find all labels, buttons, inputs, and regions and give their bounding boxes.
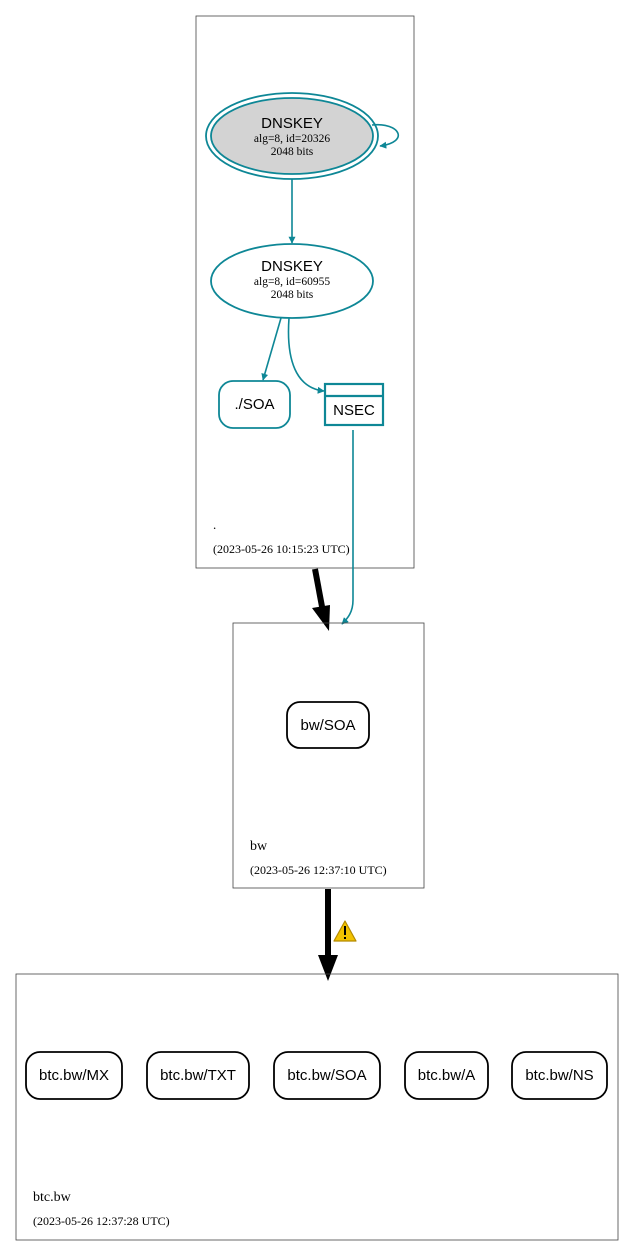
- btc-record-label: btc.bw/TXT: [160, 1067, 236, 1084]
- bw-soa-node[interactable]: bw/SOA: [286, 701, 370, 749]
- ksk-detail: alg=8, id=20326: [254, 133, 330, 145]
- nsec-label: NSEC: [333, 402, 375, 419]
- zone-root: . (2023-05-26 10:15:23 UTC): [195, 15, 415, 569]
- root-soa-node[interactable]: ./SOA: [218, 380, 291, 429]
- zone-root-name: .: [213, 517, 216, 532]
- btc-record-label: btc.bw/A: [418, 1067, 476, 1084]
- btc-record-soa[interactable]: btc.bw/SOA: [273, 1051, 381, 1100]
- nsec-node[interactable]: NSEC: [323, 382, 385, 427]
- edge-zsk-to-root-soa: [261, 317, 282, 381]
- edge-zsk-to-nsec: [287, 317, 325, 394]
- zsk-title: DNSKEY: [261, 258, 323, 275]
- zsk-bits: 2048 bits: [271, 289, 314, 301]
- btc-record-ns[interactable]: btc.bw/NS: [511, 1051, 608, 1100]
- zsk-detail: alg=8, id=60955: [254, 276, 330, 288]
- btc-record-a[interactable]: btc.bw/A: [404, 1051, 489, 1100]
- btc-record-txt[interactable]: btc.bw/TXT: [146, 1051, 250, 1100]
- edge-nsec-to-bw-zone: [341, 430, 354, 625]
- btc-record-label: btc.bw/SOA: [287, 1067, 366, 1084]
- bw-soa-label: bw/SOA: [300, 717, 355, 734]
- zone-bw: bw (2023-05-26 12:37:10 UTC): [232, 622, 425, 889]
- ksk-bits: 2048 bits: [271, 146, 314, 158]
- ksk-self-signature-edge: [371, 123, 400, 149]
- zone-bw-timestamp: (2023-05-26 12:37:10 UTC): [250, 863, 387, 877]
- ksk-title: DNSKEY: [261, 115, 323, 132]
- delegation-bw-to-btc: [318, 889, 338, 981]
- zone-btc-name: btc.bw: [33, 1190, 72, 1205]
- dnskey-ksk-node[interactable]: DNSKEY alg=8, id=20326 2048 bits: [205, 92, 379, 180]
- zone-btc-timestamp: (2023-05-26 12:37:28 UTC): [33, 1214, 170, 1228]
- warning-icon[interactable]: [333, 920, 357, 942]
- zone-root-timestamp: (2023-05-26 10:15:23 UTC): [213, 542, 350, 556]
- delegation-root-to-bw: [312, 568, 330, 631]
- zone-btc-bw: btc.bw (2023-05-26 12:37:28 UTC): [15, 973, 619, 1241]
- zone-bw-name: bw: [250, 839, 268, 854]
- btc-record-label: btc.bw/MX: [39, 1067, 109, 1084]
- root-soa-label: ./SOA: [234, 396, 274, 413]
- btc-record-label: btc.bw/NS: [525, 1067, 593, 1084]
- dnskey-zsk-node[interactable]: DNSKEY alg=8, id=60955 2048 bits: [210, 243, 374, 319]
- btc-record-mx[interactable]: btc.bw/MX: [25, 1051, 123, 1100]
